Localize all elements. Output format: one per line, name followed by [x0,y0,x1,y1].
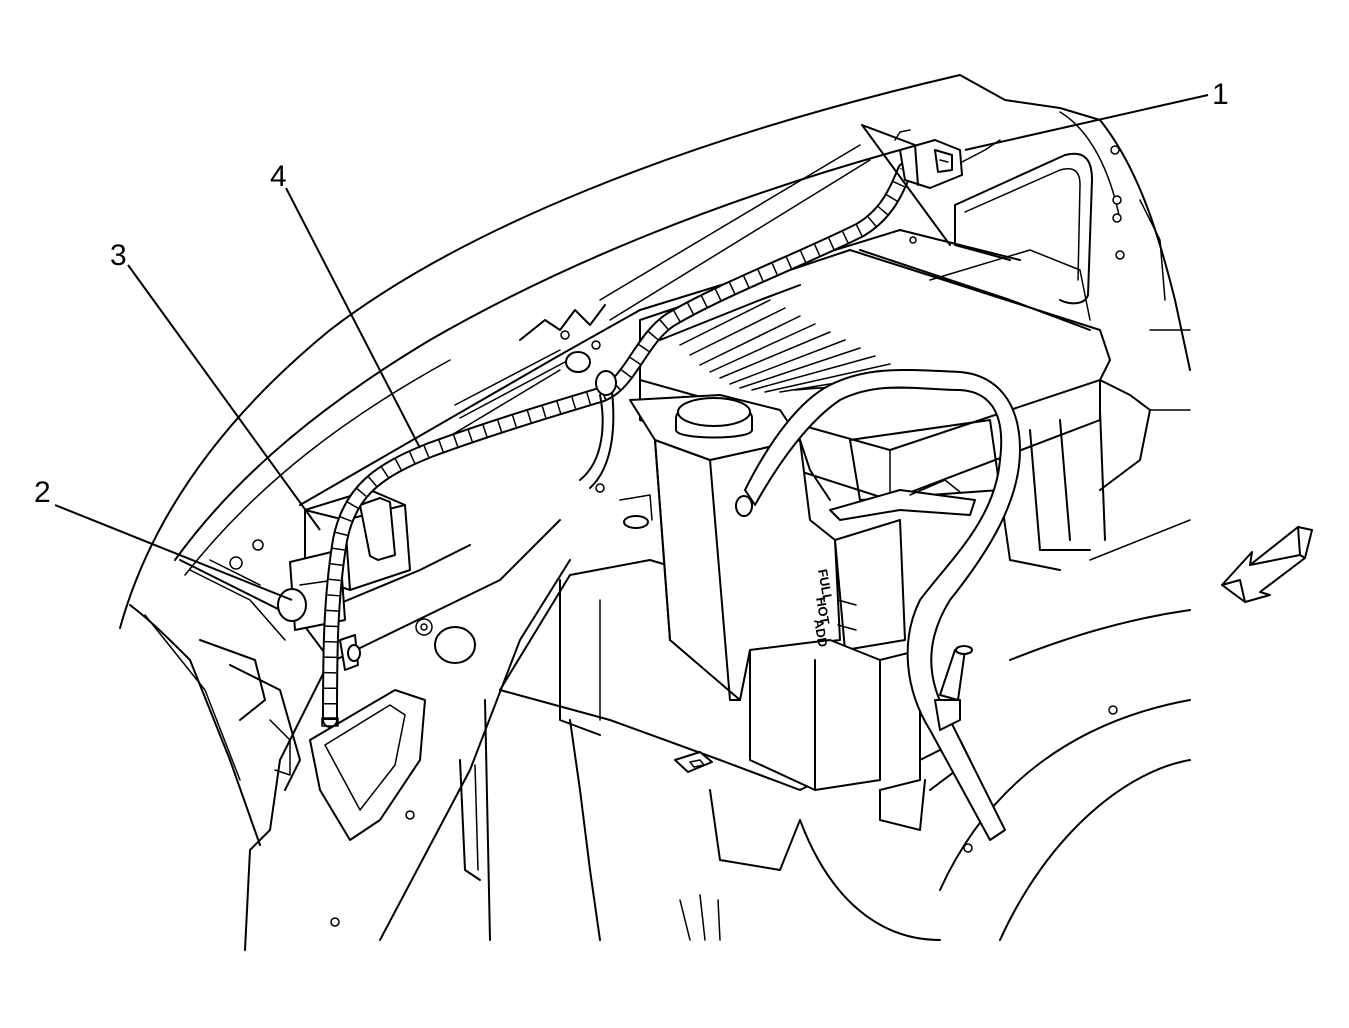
front-direction-arrow-icon [1221,526,1313,603]
callout-4: 4 [270,160,287,193]
reservoir-marking-add: ADD [811,618,831,648]
reservoir-marking-hot: HOT [813,596,833,626]
firewall-structure [459,559,821,941]
reservoir-marking-full: FULL [815,568,836,603]
inner-fender-panel [129,519,571,951]
callout-1: 1 [1212,78,1229,111]
wiring-harness [321,162,913,728]
callout-2: 2 [34,476,51,509]
right-upper-panel [954,145,1191,411]
coolant-reservoir: FULL HOT ADD [619,394,971,831]
callout-3: 3 [110,239,127,272]
engine-lower-shapes [799,519,1191,941]
hood-fender-outline [119,74,1191,629]
harness-connector [861,124,1001,246]
leader-lines [54,94,1209,601]
coolant-hose [744,368,1021,841]
